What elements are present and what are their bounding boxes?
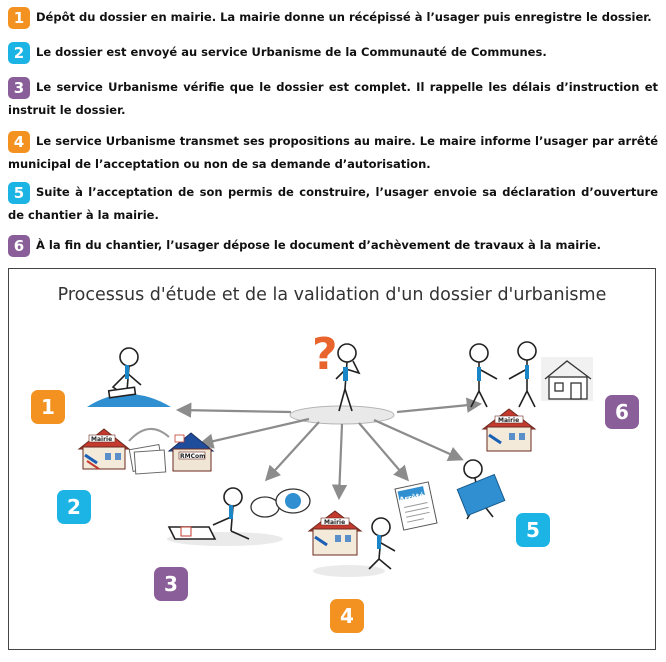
arrows xyxy=(175,397,483,501)
mairie-step6-icon: Mairie xyxy=(481,408,537,452)
mairie-building-icon: Mairie xyxy=(77,428,131,470)
person-laptop-icon xyxy=(167,487,283,546)
step-badge: 4 xyxy=(8,130,30,153)
question-mark: ? xyxy=(312,329,338,380)
step-badge: 1 xyxy=(8,6,30,29)
process-diagram: Processus d'étude et de la validation d'… xyxy=(8,268,656,650)
arrow-to-step4 xyxy=(331,423,348,501)
diagram-illustration: ? xyxy=(77,329,593,577)
step-1: 1 Dépôt du dossier en mairie. La mairie d… xyxy=(8,6,658,29)
arrow-to-step6 xyxy=(396,397,483,414)
speech-bubbles-icon xyxy=(250,488,311,518)
person-reading-icon xyxy=(313,517,396,577)
house-sketch-icon xyxy=(541,357,593,401)
diagram-badge-6: 6 xyxy=(605,395,639,429)
step-2: 2 Le dossier est envoyé au service Urbani… xyxy=(8,41,658,64)
arrow-to-step1 xyxy=(175,402,292,418)
step-text: Le service Urbanisme transmet ses propos… xyxy=(8,134,658,171)
arrete-document-icon: Arrêté xyxy=(394,481,438,531)
arrow-to-step3 xyxy=(264,421,320,482)
step-text: Dépôt du dossier en mairie. La mairie do… xyxy=(36,10,652,24)
arrow-to-step2 xyxy=(197,417,310,449)
step-text: À la fin du chantier, l’usager dépose le… xyxy=(36,238,601,252)
rmcom-building-icon: RMCom xyxy=(167,432,215,472)
person-carrying-file-icon xyxy=(456,459,506,520)
person-signing-icon xyxy=(87,347,171,407)
diagram-badge-3: 3 xyxy=(154,567,188,601)
arrow-to-step5 xyxy=(373,418,464,461)
diagram-badge-4: 4 xyxy=(330,599,364,633)
diagram-title: Processus d'étude et de la validation d'… xyxy=(57,285,607,305)
step-badge: 5 xyxy=(8,181,30,204)
mairie-label: Mairie xyxy=(324,519,345,526)
handshake-icon xyxy=(469,341,537,408)
diagram-badge-1: 1 xyxy=(31,390,65,424)
step-text: Le service Urbanisme vérifie que le doss… xyxy=(8,80,658,117)
arrow-to-documents xyxy=(358,422,410,482)
documents-icon xyxy=(128,428,170,475)
rmcom-label: RMCom xyxy=(180,453,205,460)
mairie-label: Mairie xyxy=(91,436,112,443)
step-badge: 6 xyxy=(8,234,30,257)
step-6: 6 À la fin du chantier, l’usager dépose l… xyxy=(8,234,658,257)
step-badge: 3 xyxy=(8,76,30,99)
diagram-badge-2: 2 xyxy=(57,490,91,524)
step-badge: 2 xyxy=(8,41,30,64)
mairie-label: Mairie xyxy=(498,417,519,424)
thinking-person-icon xyxy=(335,343,361,412)
step-text: Suite à l’acceptation de son permis de c… xyxy=(8,185,658,222)
diagram-badge-5: 5 xyxy=(516,513,550,547)
mairie-step4-icon: Mairie xyxy=(307,510,363,556)
step-text: Le dossier est envoyé au service Urbanis… xyxy=(36,45,547,59)
